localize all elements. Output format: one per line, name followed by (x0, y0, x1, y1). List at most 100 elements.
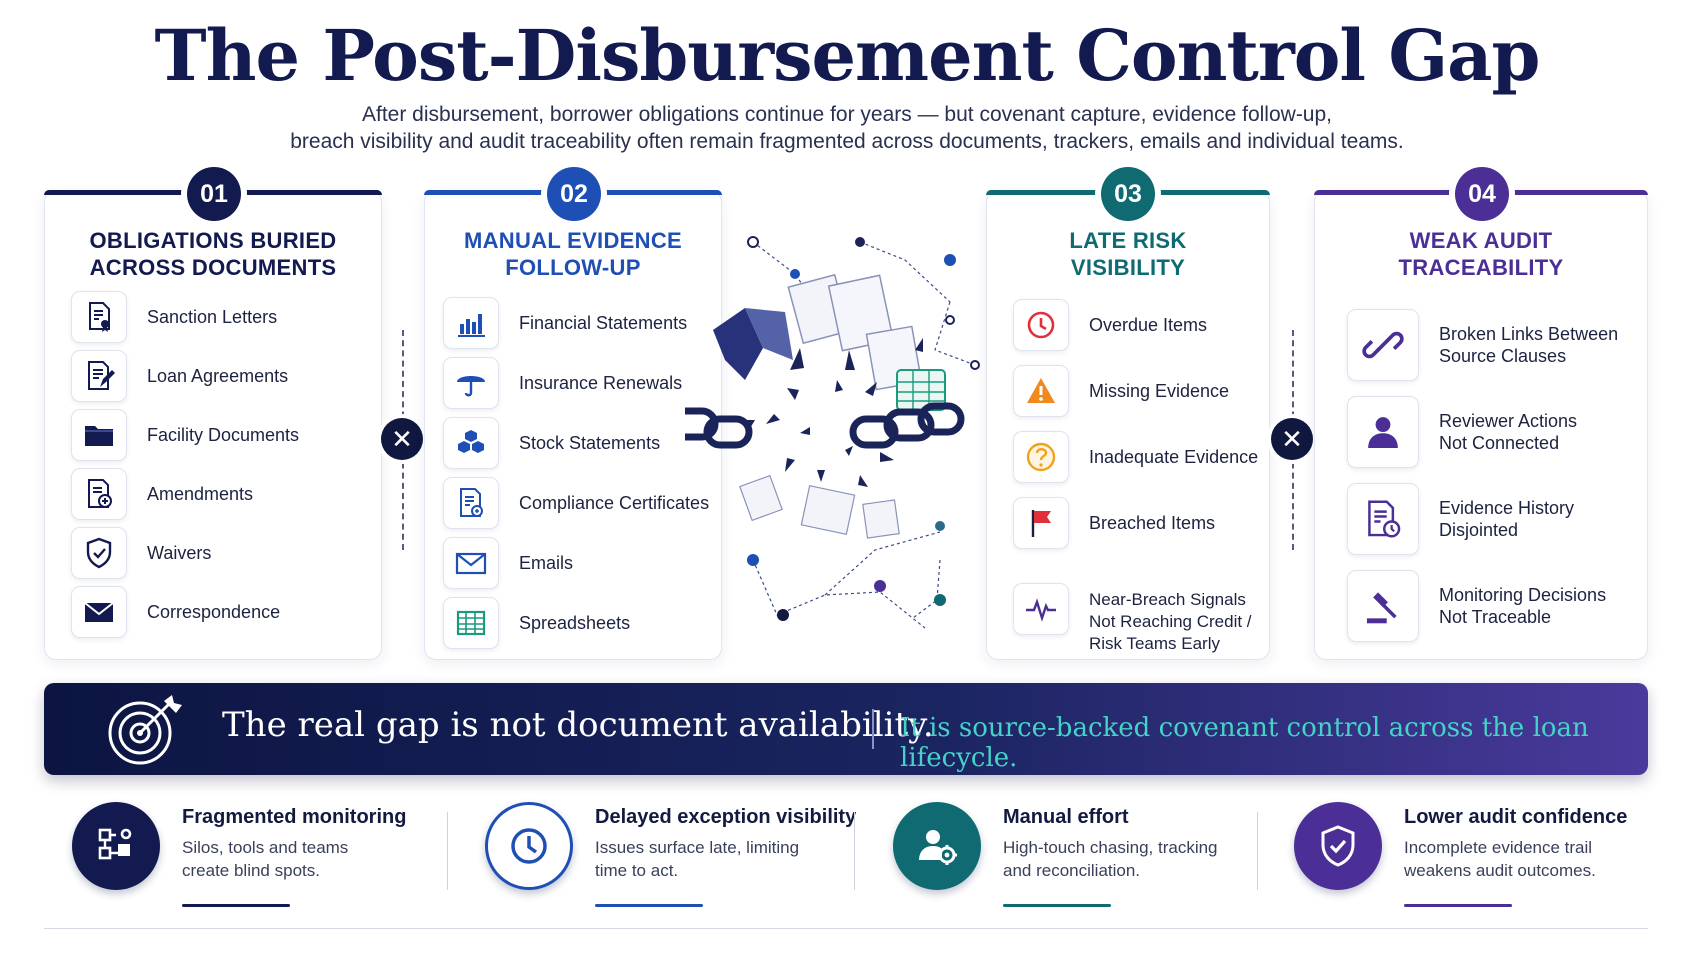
panel-title-line-2: FOLLOW-UP (505, 255, 641, 280)
panel-title-line-2: VISIBILITY (1070, 255, 1186, 280)
item-label: Breached Items (1089, 513, 1216, 533)
panel-title-line-2: TRACEABILITY (1398, 255, 1564, 280)
email-icon (443, 537, 499, 589)
item-label: Spreadsheets (519, 613, 631, 633)
step-badge-01: 01 (187, 167, 241, 221)
list-item-amendments: Amendments (71, 468, 253, 520)
shield-check-icon (1294, 802, 1382, 890)
item-label: Correspondence (147, 602, 281, 622)
list-item-emails: Emails (443, 537, 573, 589)
impact-title: Fragmented monitoring (182, 806, 407, 828)
user-gear-icon (893, 802, 981, 890)
impact-description: Incomplete evidence trail weakens audit … (1404, 838, 1596, 880)
clock-icon (1013, 299, 1069, 351)
list-item-evidence-history: Evidence History Disjointed (1347, 483, 1574, 555)
boxes-icon (443, 417, 499, 469)
item-label: Broken Links Between Source Clauses (1439, 324, 1619, 366)
item-label: Reviewer Actions Not Connected (1439, 411, 1578, 453)
impact-description: High-touch chasing, tracking and reconci… (1003, 838, 1218, 880)
warning-icon (1013, 365, 1069, 417)
close-icon: ✕ (1271, 418, 1313, 460)
impact-delayed-exception: Delayed exception visibility Issues surf… (485, 800, 856, 910)
impact-underline (1003, 904, 1111, 907)
step-badge-03: 03 (1101, 167, 1155, 221)
list-item-loan-agreements: Loan Agreements (71, 350, 288, 402)
network-nodes (747, 236, 980, 621)
list-item-inadequate-evidence: Inadequate Evidence (1013, 431, 1258, 483)
item-label: Financial Statements (519, 313, 688, 333)
list-item-broken-links: Broken Links Between Source Clauses (1347, 309, 1618, 381)
chain-links (685, 402, 965, 449)
document-clock-icon (1347, 483, 1419, 555)
impact-underline (182, 904, 290, 907)
list-item-spreadsheets: Spreadsheets (443, 597, 630, 649)
item-label: Overdue Items (1089, 315, 1208, 335)
item-label: Missing Evidence (1089, 381, 1230, 401)
panel-obligations-buried: 01 OBLIGATIONS BURIED ACROSS DOCUMENTS S… (44, 167, 382, 660)
list-item-near-breach-signals: Near-Breach Signals Not Reaching Credit … (1013, 563, 1252, 655)
banner-separator (872, 709, 874, 749)
list-item-stock-statements: Stock Statements (443, 417, 660, 469)
impact-divider (447, 812, 448, 890)
panel-title-line-1: WEAK AUDIT (1409, 228, 1553, 253)
document-add-icon (71, 468, 127, 520)
item-label: Compliance Certificates (519, 493, 710, 513)
page-subtitle: After disbursement, borrower obligations… (120, 101, 1574, 155)
list-item-overdue-items: Overdue Items (1013, 299, 1207, 351)
impact-manual-effort: Manual effort High-touch chasing, tracki… (893, 800, 1253, 910)
page-title: The Post-Disbursement Control Gap (154, 14, 1541, 97)
panel-title-line-2: ACROSS DOCUMENTS (89, 255, 337, 280)
folder-icon (71, 409, 127, 461)
item-label: Insurance Renewals (519, 373, 683, 393)
spreadsheet-icon (443, 597, 499, 649)
list-item-financial-statements: Financial Statements (443, 297, 687, 349)
list-item-insurance-renewals: Insurance Renewals (443, 357, 682, 409)
impact-description: Silos, tools and teams create blind spot… (182, 838, 349, 880)
list-item-compliance-certificates: Compliance Certificates (443, 477, 709, 529)
list-item-missing-evidence: Missing Evidence (1013, 365, 1229, 417)
item-label: Emails (519, 553, 574, 573)
list-item-breached-items: Breached Items (1013, 497, 1215, 549)
impact-fragmented-monitoring: Fragmented monitoring Silos, tools and t… (72, 800, 432, 910)
item-label: Monitoring Decisions Not Traceable (1439, 585, 1607, 627)
item-label: Sanction Letters (147, 307, 278, 327)
panel-weak-audit: 04 WEAK AUDIT TRACEABILITY Broken Links … (1314, 167, 1648, 660)
question-icon (1013, 431, 1069, 483)
banner-sub-text: It is source-backed covenant control acr… (900, 713, 1589, 773)
item-label: Loan Agreements (147, 366, 289, 386)
close-icon: ✕ (381, 418, 423, 460)
gavel-icon (1347, 570, 1419, 642)
shatter-fragments (745, 338, 923, 487)
panel-title-line-1: LATE RISK (1069, 228, 1187, 253)
step-badge-04: 04 (1455, 167, 1509, 221)
impact-description: Issues surface late, limiting time to ac… (595, 838, 800, 880)
document-pen-icon (71, 350, 127, 402)
impact-underline (595, 904, 703, 907)
impact-divider (854, 812, 855, 890)
umbrella-icon (443, 357, 499, 409)
item-label: Stock Statements (519, 433, 661, 453)
impact-title: Lower audit confidence (1404, 806, 1628, 828)
panel-late-risk: 03 LATE RISK VISIBILITY Overdue Items Mi… (986, 167, 1270, 660)
banner-main-text: The real gap is not document availabilit… (222, 705, 934, 745)
list-item-sanction-letters: Sanction Letters (71, 291, 277, 343)
envelope-icon (71, 586, 127, 638)
list-item-monitoring-decisions: Monitoring Decisions Not Traceable (1347, 570, 1606, 642)
floating-documents (713, 273, 946, 539)
list-item-waivers: Waivers (71, 527, 211, 579)
item-label: Near-Breach Signals Not Reaching Credit … (1089, 590, 1252, 653)
nodes-icon (72, 802, 160, 890)
impact-lower-audit-confidence: Lower audit confidence Incomplete eviden… (1294, 800, 1654, 910)
broken-link-icon (1347, 309, 1419, 381)
certificate-icon (443, 477, 499, 529)
step-badge-02: 02 (547, 167, 601, 221)
list-item-correspondence: Correspondence (71, 586, 280, 638)
item-label: Facility Documents (147, 425, 300, 445)
subtitle-line-1: After disbursement, borrower obligations… (361, 103, 1333, 126)
list-item-facility-documents: Facility Documents (71, 409, 299, 461)
impact-title: Delayed exception visibility (595, 806, 857, 828)
pulse-icon (1013, 583, 1069, 635)
subtitle-line-2: breach visibility and audit traceability… (290, 130, 1404, 153)
flag-icon (1013, 497, 1069, 549)
panel-title: MANUAL EVIDENCE FOLLOW-UP (425, 227, 721, 281)
